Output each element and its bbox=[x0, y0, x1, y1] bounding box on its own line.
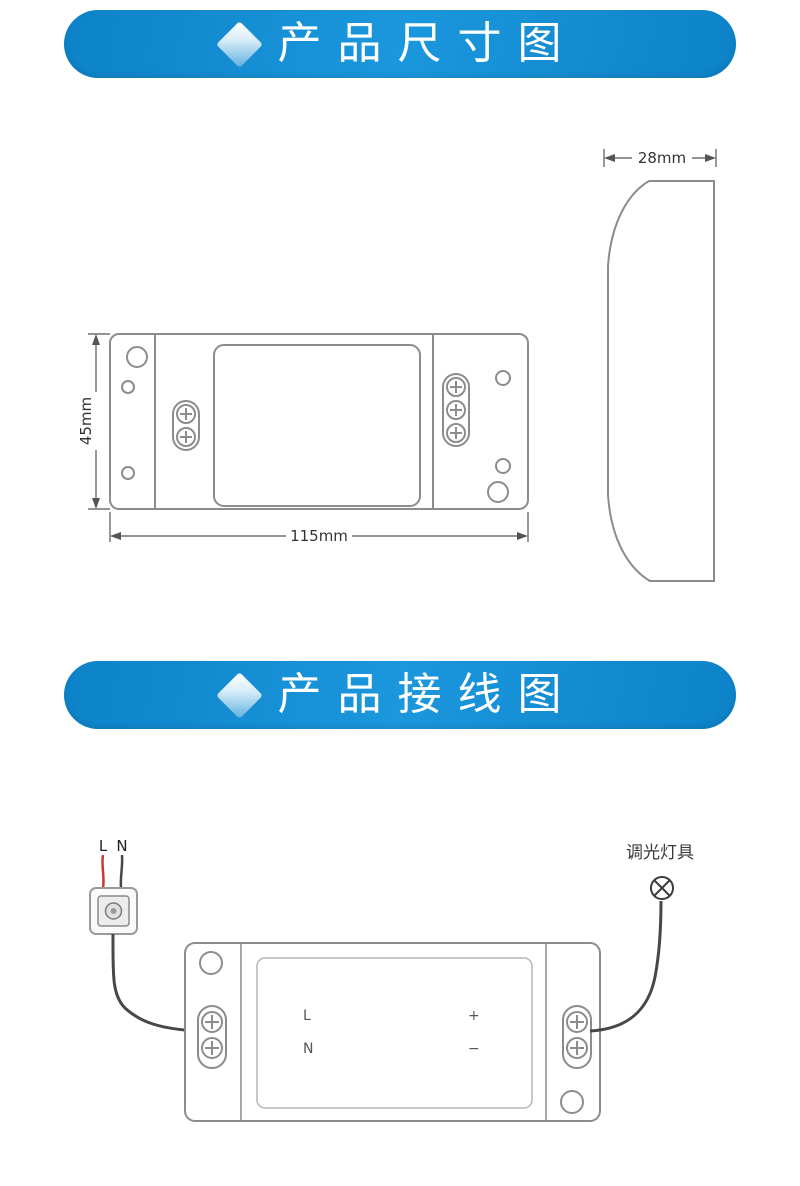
banner-product-wiring: 产品接线图 bbox=[64, 661, 736, 729]
banner-title-wiring: 产品接线图 bbox=[277, 669, 578, 720]
input-neutral-label: N bbox=[116, 837, 127, 855]
banner-title-dimensions: 产品尺寸图 bbox=[277, 18, 578, 69]
small-hole-left-lower bbox=[121, 466, 135, 480]
side-profile-outline bbox=[607, 180, 715, 582]
terminal-plus-label: + bbox=[468, 1008, 480, 1024]
neutral-wire bbox=[119, 854, 124, 889]
device-to-lamp-wire bbox=[589, 900, 663, 1033]
mounting-hole-bottom-right bbox=[487, 481, 509, 503]
mounting-hole-top-left bbox=[126, 346, 148, 368]
lamp-symbol bbox=[650, 876, 674, 900]
dimension-width bbox=[109, 512, 529, 542]
terminal-neutral-label: N bbox=[303, 1041, 313, 1057]
wiring-right-terminal-block bbox=[562, 1005, 592, 1069]
device-wiring-view bbox=[184, 942, 601, 1122]
width-dimension-label: 115mm bbox=[290, 527, 348, 545]
small-hole-right-upper bbox=[495, 370, 511, 386]
mounting-hole-bottom-right bbox=[560, 1090, 584, 1114]
mounting-hole-top-left bbox=[199, 951, 223, 975]
device-label-panel bbox=[256, 957, 533, 1109]
device-outline bbox=[109, 333, 529, 510]
depth-dimension-label: 28mm bbox=[638, 149, 686, 167]
lamp-label: 调光灯具 bbox=[626, 843, 694, 863]
front-view bbox=[109, 333, 529, 510]
dimmer-switch bbox=[89, 887, 138, 935]
dimension-height bbox=[88, 333, 110, 510]
input-live-label: L bbox=[99, 837, 108, 855]
small-hole-left-upper bbox=[121, 380, 135, 394]
wiring-left-terminal-block bbox=[197, 1005, 227, 1069]
front-left-terminal-block bbox=[172, 400, 200, 451]
banner-product-dimensions: 产品尺寸图 bbox=[64, 10, 736, 78]
live-wire bbox=[101, 854, 105, 889]
terminal-live-label: L bbox=[303, 1008, 311, 1024]
switch-to-device-wire bbox=[111, 933, 199, 1033]
front-right-terminal-block bbox=[442, 373, 470, 447]
center-window bbox=[213, 344, 421, 507]
terminal-minus-label: − bbox=[468, 1041, 480, 1057]
height-dimension-label: 45mm bbox=[77, 397, 95, 445]
small-hole-right-lower bbox=[495, 458, 511, 474]
dimension-depth bbox=[603, 149, 717, 167]
